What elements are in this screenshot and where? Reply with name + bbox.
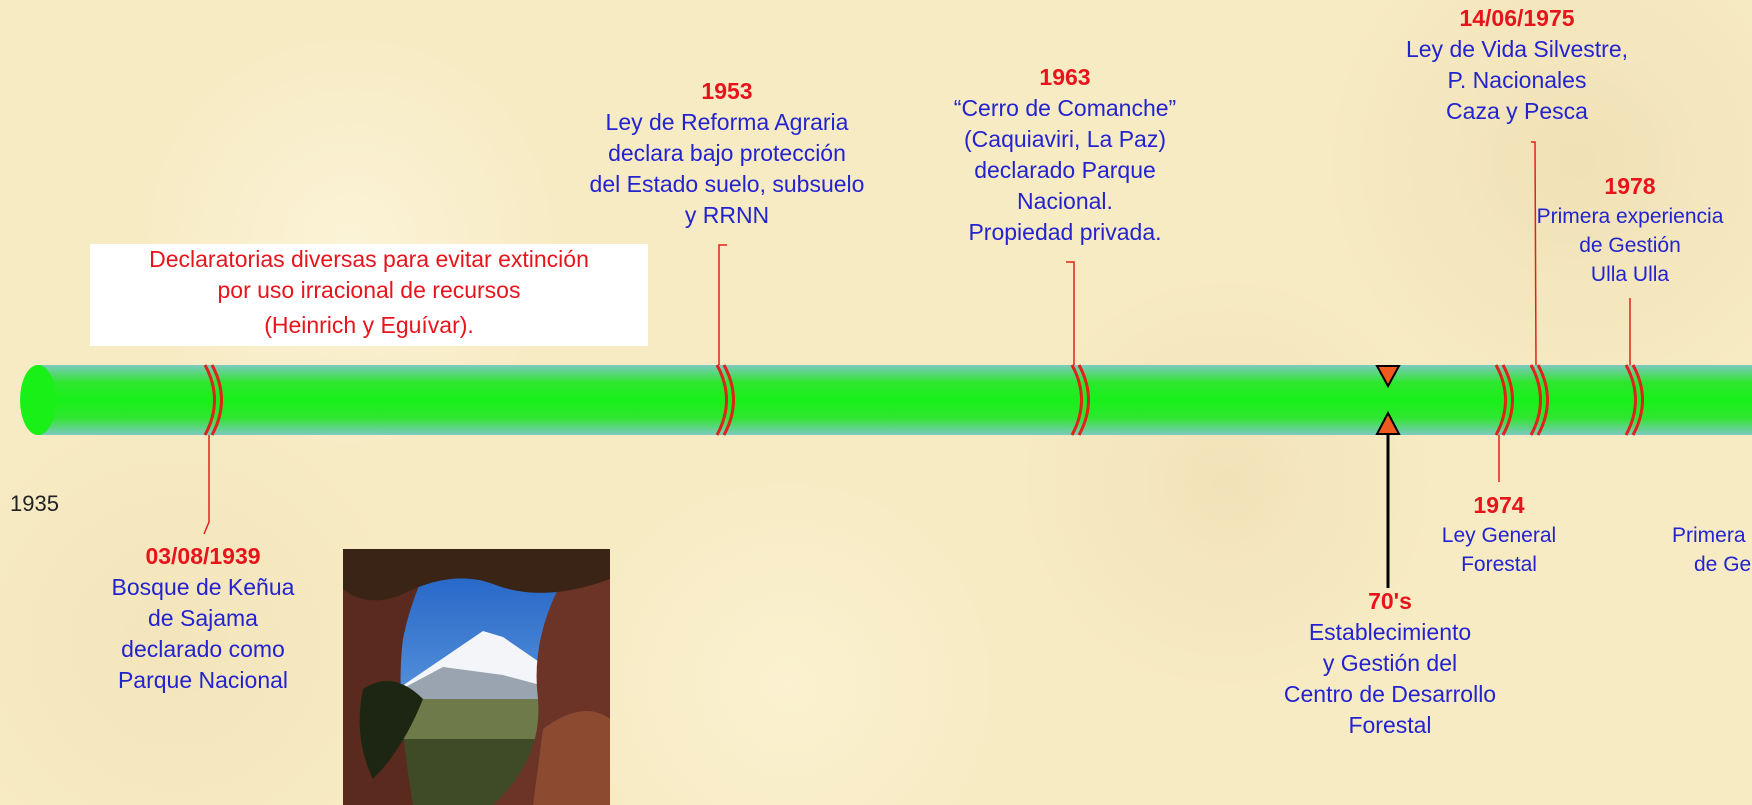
event-line: Primera [1672, 524, 1746, 547]
event-1953: 1953 Ley de Reforma Agraria declara bajo… [567, 76, 887, 231]
ring-1963 [1070, 364, 1090, 436]
event-1974: 1974 Ley General Forestal [1409, 490, 1589, 579]
event-line: Ley de Reforma Agraria [605, 109, 849, 135]
leader-1953 [718, 244, 727, 365]
start-year-label: 1935 [10, 491, 59, 516]
event-date: 1974 [1473, 492, 1525, 518]
event-line: Forestal [1461, 553, 1537, 576]
timeline-start-cap [20, 365, 56, 435]
event-line: y Gestión del [1322, 650, 1458, 676]
event-1978: 1978 Primera experiencia de Gestión Ulla… [1520, 171, 1740, 289]
leader-1975 [1531, 141, 1537, 366]
event-line: Ley de Vida Silvestre, [1405, 36, 1629, 62]
event-line: Forestal [1348, 712, 1432, 738]
event-line: de Ge [1694, 553, 1752, 576]
leader-lines [203, 141, 1631, 535]
event-70s: 70's Establecimiento y Gestión del Centr… [1250, 586, 1530, 741]
ring-1953 [715, 364, 735, 436]
event-date: 1978 [1604, 173, 1656, 199]
timeline-bar [38, 365, 1752, 435]
event-date: 1953 [701, 78, 753, 104]
event-cut: Primera de Ge [1672, 521, 1752, 579]
event-line: (Caquiaviri, La Paz) [964, 126, 1166, 152]
event-1939: 03/08/1939 Bosque de Keñua de Sajama dec… [83, 541, 323, 696]
event-line: declarado como [121, 636, 285, 662]
callout-line: por uso irracional de recursos [217, 277, 521, 303]
event-line: “Cerro de Comanche” [953, 95, 1177, 121]
event-date: 14/06/1975 [1459, 5, 1575, 31]
callout-line: (Heinrich y Eguívar). [264, 312, 474, 338]
callout-box: Declaratorias diversas para evitar extin… [90, 244, 648, 346]
event-line: Establecimiento [1308, 619, 1472, 645]
leader-1963 [1066, 261, 1075, 365]
ring-1939 [203, 364, 223, 436]
callout-line: Declaratorias diversas para evitar extin… [149, 246, 589, 272]
event-line: del Estado suelo, subsuelo [589, 171, 865, 197]
event-line: Nacional. [1017, 188, 1113, 214]
event-1963: 1963 “Cerro de Comanche” (Caquiaviri, La… [920, 62, 1210, 248]
event-line: de Sajama [148, 605, 258, 631]
event-1975: 14/06/1975 Ley de Vida Silvestre, P. Nac… [1382, 3, 1652, 127]
event-line: Bosque de Keñua [111, 574, 295, 600]
event-line: de Gestión [1579, 234, 1681, 257]
event-line: declara bajo protección [608, 140, 846, 166]
event-line: P. Nacionales [1447, 67, 1587, 93]
sajama-photo [343, 549, 610, 805]
event-line: Parque Nacional [117, 667, 289, 693]
ring-1974 [1494, 364, 1514, 436]
leader-1939 [203, 435, 210, 535]
event-date: 70's [1368, 588, 1412, 614]
event-date: 1963 [1039, 64, 1091, 90]
event-line: Propiedad privada. [968, 219, 1162, 245]
timeline-rings [203, 364, 1644, 436]
event-line: Caza y Pesca [1446, 98, 1588, 124]
event-line: y RRNN [684, 202, 770, 228]
ring-1975 [1529, 364, 1549, 436]
event-line: Ulla Ulla [1590, 263, 1670, 286]
event-line: Ley General [1441, 524, 1557, 547]
ring-1978 [1624, 364, 1644, 436]
event-line: declarado Parque [974, 157, 1156, 183]
event-line: Primera experiencia [1536, 205, 1724, 228]
event-line: Centro de Desarrollo [1283, 681, 1497, 707]
event-date: 03/08/1939 [145, 543, 261, 569]
marker-70s-down [1375, 365, 1401, 389]
